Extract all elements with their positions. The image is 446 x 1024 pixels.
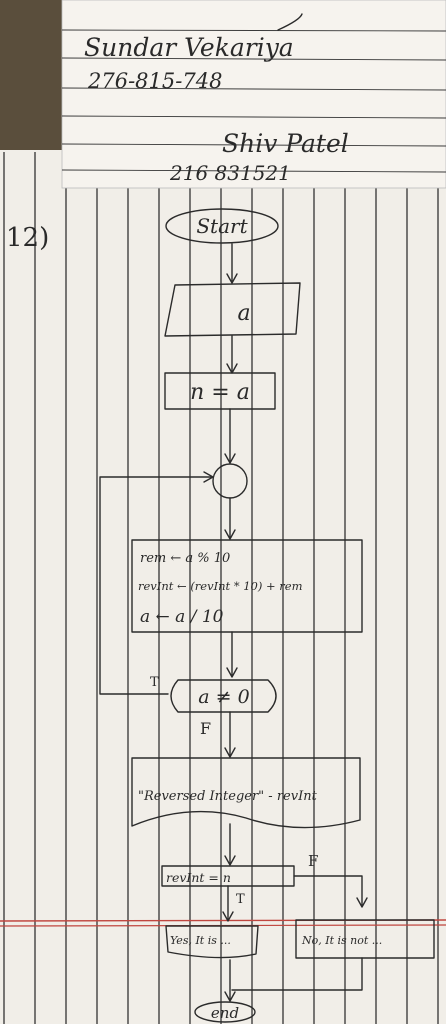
compare-label: revInt = n bbox=[166, 870, 231, 885]
input-box bbox=[164, 282, 301, 337]
output-label: "Reversed Integer" - revInt bbox=[138, 789, 318, 804]
end-terminal bbox=[194, 1001, 256, 1023]
condition-label: a ≠ 0 bbox=[198, 686, 249, 708]
yes-output-document bbox=[165, 925, 259, 959]
loop-step-3: a ← a / 10 bbox=[140, 607, 224, 627]
arrow-no-end bbox=[231, 957, 363, 991]
loop-step-1: rem ← a % 10 bbox=[140, 551, 230, 566]
assign-box bbox=[164, 372, 276, 410]
question-number: 12) bbox=[6, 223, 49, 253]
loop-false-label: F bbox=[200, 719, 211, 738]
input-label: a bbox=[237, 301, 250, 326]
assign-label: n = a bbox=[190, 380, 250, 405]
yes-output-label: Yes, It is ... bbox=[170, 934, 231, 947]
loop-step-2: revInt ← (revInt * 10) + rem bbox=[138, 579, 303, 593]
no-output-label: No, It is not ... bbox=[301, 934, 382, 947]
compare-true-label: T bbox=[236, 892, 245, 907]
loop-body-box bbox=[131, 539, 363, 633]
note-phone-1: 276-815-748 bbox=[87, 69, 222, 93]
compare-false-arrow bbox=[293, 875, 363, 907]
output-document bbox=[131, 757, 361, 829]
compare-false-label: F bbox=[308, 852, 318, 870]
note-card: Sundar Vekariya 276-815-748 Shiv Patel 2… bbox=[61, 0, 446, 189]
start-label: Start bbox=[196, 214, 248, 238]
loop-true-label: T bbox=[150, 675, 159, 690]
note-name-1: Sundar Vekariya bbox=[84, 33, 294, 62]
note-phone-2: 216 831521 bbox=[169, 161, 291, 185]
condition-box bbox=[170, 679, 277, 713]
notebook-sheet bbox=[0, 150, 446, 1024]
end-label: end bbox=[211, 1004, 239, 1022]
start-terminal bbox=[165, 208, 279, 244]
no-output-box bbox=[295, 919, 435, 959]
loop-back-arrow bbox=[99, 476, 213, 695]
note-name-2: Shiv Patel bbox=[222, 129, 349, 158]
